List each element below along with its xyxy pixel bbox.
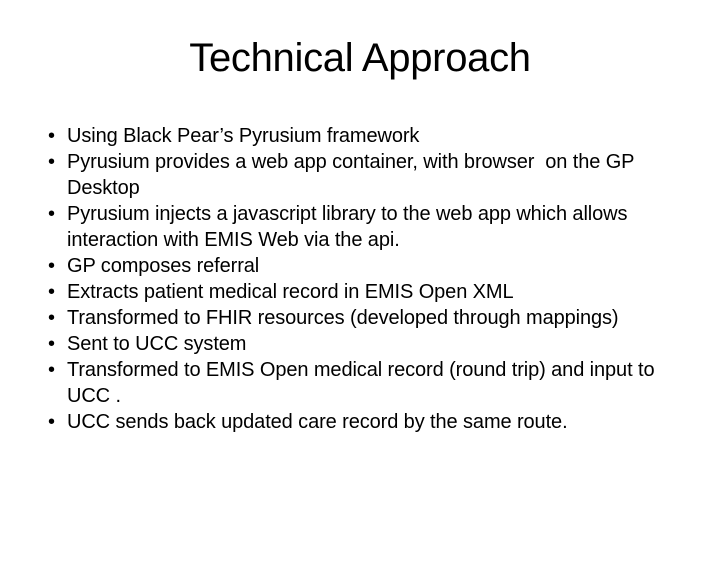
bullet-item: • Pyrusium provides a web app container,… bbox=[48, 149, 706, 201]
bullet-text: Sent to UCC system bbox=[67, 333, 247, 355]
bullet-marker: • bbox=[48, 125, 56, 147]
bullet-text: Transformed to EMIS Open medical record … bbox=[67, 359, 655, 407]
slide-title: Technical Approach bbox=[189, 36, 531, 80]
bullet-marker: • bbox=[48, 151, 56, 173]
bullet-item: • Pyrusium injects a javascript library … bbox=[48, 201, 706, 253]
bullet-text: Pyrusium provides a web app container, w… bbox=[67, 151, 635, 199]
bullet-item: • Extracts patient medical record in EMI… bbox=[48, 279, 706, 305]
bullet-marker: • bbox=[48, 411, 56, 433]
bullet-item: • GP composes referral bbox=[48, 253, 706, 279]
bullet-marker: • bbox=[48, 333, 56, 355]
slide: Technical Approach • Using Black Pear’s … bbox=[0, 34, 720, 574]
bullet-item: • Transformed to EMIS Open medical recor… bbox=[48, 357, 706, 409]
bullet-item: • UCC sends back updated care record by … bbox=[48, 409, 706, 435]
bullet-list: • Using Black Pear’s Pyrusium framework … bbox=[48, 123, 706, 435]
bullet-marker: • bbox=[48, 255, 56, 277]
bullet-marker: • bbox=[48, 359, 56, 381]
bullet-item: • Transformed to FHIR resources (develop… bbox=[48, 305, 706, 331]
bullet-item: • Using Black Pear’s Pyrusium framework bbox=[48, 123, 706, 149]
bullet-marker: • bbox=[48, 307, 56, 329]
bullet-text: Pyrusium injects a javascript library to… bbox=[67, 203, 628, 251]
bullet-text: Extracts patient medical record in EMIS … bbox=[67, 281, 514, 303]
bullet-marker: • bbox=[48, 203, 56, 225]
bullet-text: UCC sends back updated care record by th… bbox=[67, 411, 568, 433]
bullet-item: • Sent to UCC system bbox=[48, 331, 706, 357]
bullet-marker: • bbox=[48, 281, 56, 303]
bullet-text: Transformed to FHIR resources (developed… bbox=[67, 307, 619, 329]
bullet-text: GP composes referral bbox=[67, 255, 260, 277]
bullet-text: Using Black Pear’s Pyrusium framework bbox=[67, 125, 420, 147]
